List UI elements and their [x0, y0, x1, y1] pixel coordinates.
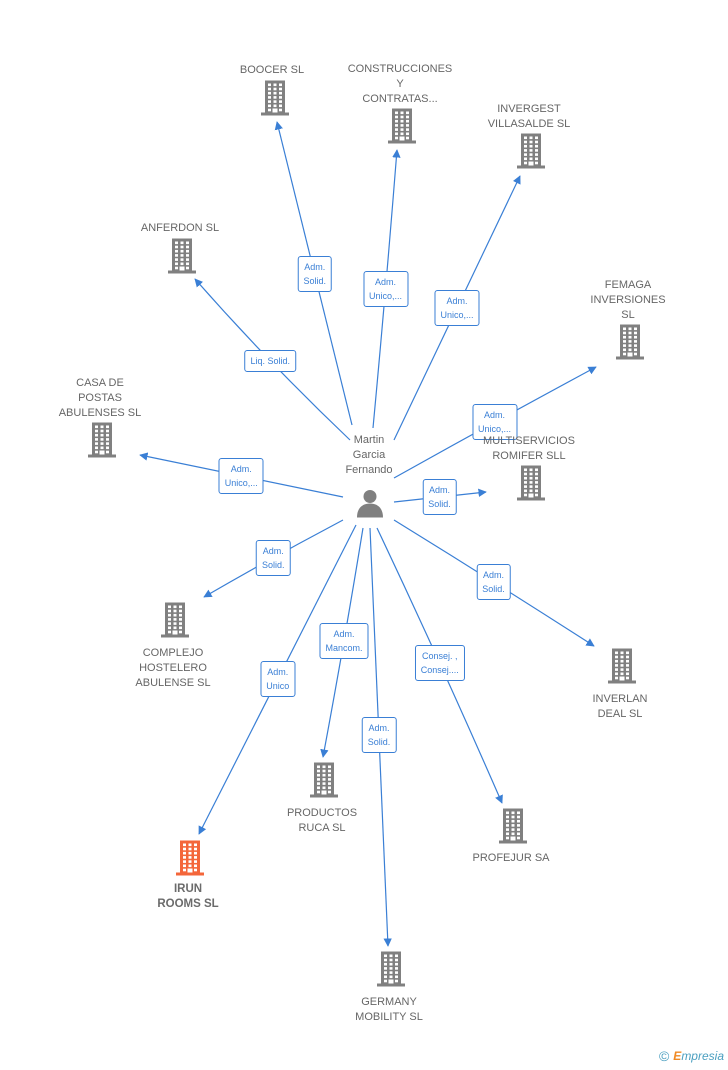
building-icon-productos[interactable]	[309, 762, 339, 803]
company-label-casa[interactable]: CASA DE POSTAS ABULENSES SL	[58, 377, 142, 419]
company-label-multiservicios[interactable]: MULTISERVICIOS ROMIFER SLL	[483, 435, 575, 462]
relation-label-productos[interactable]: Adm. Mancom.	[319, 622, 369, 659]
relation-label-multiservicios[interactable]: Adm. Solid.	[422, 479, 457, 515]
relation-label-casa[interactable]: Adm. Unico,...	[218, 458, 264, 494]
building-icon-profejur[interactable]	[498, 808, 528, 849]
relation-label-boocer[interactable]: Adm. Solid.	[297, 256, 333, 293]
relation-label-anferdon[interactable]: Liq. Solid.	[244, 349, 297, 372]
brand-logo-text: mpresia	[681, 1049, 724, 1063]
building-icon-germany[interactable]	[376, 951, 406, 992]
company-label-complejo[interactable]: COMPLEJO HOSTELERO ABULENSE SL	[135, 647, 211, 689]
company-label-inverlan[interactable]: INVERLAN DEAL SL	[592, 693, 648, 720]
company-label-anferdon[interactable]: ANFERDON SL	[140, 222, 220, 234]
building-icon-casa[interactable]	[87, 422, 117, 463]
center-person-name[interactable]: Martin Garcia Fernando	[345, 434, 393, 476]
company-label-profejur[interactable]: PROFEJUR SA	[472, 852, 550, 864]
company-label-irun[interactable]: IRUN ROOMS SL	[157, 883, 219, 910]
relation-label-complejo[interactable]: Adm. Solid.	[255, 539, 291, 576]
relation-label-inverlan[interactable]: Adm. Solid.	[476, 564, 511, 600]
building-icon-irun[interactable]	[175, 840, 205, 881]
relation-label-femaga[interactable]: Adm. Unico,...	[471, 404, 518, 441]
company-label-germany[interactable]: GERMANY MOBILITY SL	[355, 996, 423, 1023]
building-icon-invergest[interactable]	[516, 133, 546, 174]
company-label-productos[interactable]: PRODUCTOS RUCA SL	[286, 807, 358, 834]
building-icon-anferdon[interactable]	[167, 238, 197, 279]
copyright-icon: ©	[658, 1048, 670, 1064]
building-icon-femaga[interactable]	[615, 324, 645, 365]
relation-label-invergest[interactable]: Adm. Unico,...	[434, 289, 480, 326]
relation-label-irun[interactable]: Adm. Unico	[260, 660, 296, 697]
company-label-boocer[interactable]: BOOCER SL	[239, 64, 305, 76]
company-label-femaga[interactable]: FEMAGA INVERSIONES SL	[590, 279, 666, 321]
building-icon-construcciones[interactable]	[387, 108, 417, 149]
building-icon-inverlan[interactable]	[607, 648, 637, 689]
brand-watermark: © Empresia	[659, 1048, 724, 1064]
person-icon[interactable]	[355, 488, 385, 523]
relation-label-construcciones[interactable]: Adm. Unico,...	[362, 271, 409, 307]
building-icon-boocer[interactable]	[260, 80, 290, 121]
company-label-invergest[interactable]: INVERGEST VILLASALDE SL	[487, 103, 571, 130]
relation-label-germany[interactable]: Adm. Solid.	[361, 717, 397, 753]
building-icon-complejo[interactable]	[160, 602, 190, 643]
company-label-construcciones[interactable]: CONSTRUCCIONES Y CONTRATAS...	[347, 63, 453, 105]
relation-label-profejur[interactable]: Consej. , Consej....	[414, 645, 465, 682]
building-icon-multiservicios[interactable]	[516, 465, 546, 506]
brand-logo-letter: E	[673, 1049, 682, 1063]
